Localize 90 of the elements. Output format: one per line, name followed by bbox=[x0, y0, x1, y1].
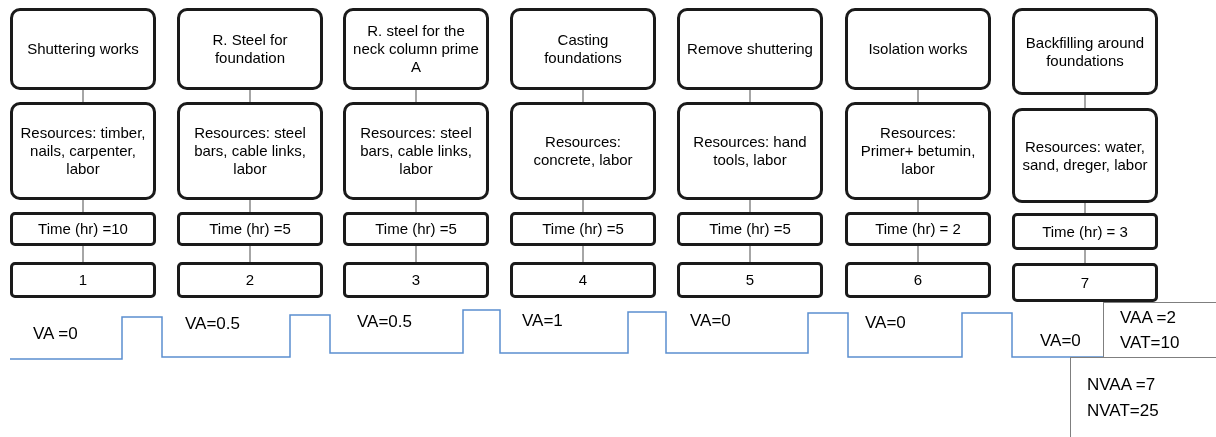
box-text: Remove shuttering bbox=[687, 40, 813, 58]
step-number-box bbox=[845, 262, 991, 298]
value-added-label: VA=0 bbox=[690, 310, 731, 332]
connector-line bbox=[82, 245, 84, 263]
summary-text: VAT=10 bbox=[1120, 332, 1181, 354]
box-text: Isolation works bbox=[868, 40, 968, 58]
box-text: R. steel for the neck column prime A bbox=[352, 22, 480, 76]
step-number-box bbox=[10, 262, 156, 298]
step-number-box bbox=[343, 262, 489, 298]
time-box bbox=[10, 212, 156, 246]
task-box bbox=[10, 8, 156, 90]
box-text: Shuttering works bbox=[27, 40, 139, 58]
connector-line bbox=[82, 199, 84, 213]
task-box bbox=[677, 8, 823, 90]
time-box bbox=[343, 212, 489, 246]
step-number-box bbox=[510, 262, 656, 298]
connector-line bbox=[749, 245, 751, 263]
connector-line bbox=[582, 199, 584, 213]
box-text: Time (hr) =5 bbox=[709, 220, 791, 238]
connector-line bbox=[582, 89, 584, 103]
box-text: Resources: steel bars, cable links, labor bbox=[359, 124, 473, 178]
resources-box bbox=[343, 102, 489, 200]
value-added-label: VA =0 bbox=[33, 323, 78, 345]
task-box bbox=[177, 8, 323, 90]
connector-line bbox=[582, 245, 584, 263]
time-box bbox=[845, 212, 991, 246]
connector-line bbox=[415, 245, 417, 263]
box-text: Resources: timber, nails, carpenter, labor bbox=[19, 124, 147, 178]
resources-box bbox=[177, 102, 323, 200]
resources-box bbox=[1012, 108, 1158, 203]
step-number-box bbox=[1012, 263, 1158, 302]
box-text: Backfilling around foundations bbox=[1024, 33, 1146, 70]
connector-line bbox=[415, 199, 417, 213]
resources-box bbox=[845, 102, 991, 200]
task-box bbox=[1012, 8, 1158, 95]
box-text: 2 bbox=[245, 271, 255, 289]
step-number-box bbox=[177, 262, 323, 298]
resources-box bbox=[510, 102, 656, 200]
value-added-label: VA=0 bbox=[1040, 330, 1081, 352]
task-box bbox=[845, 8, 991, 90]
box-text: Resources: Primer+ betumin, labor bbox=[859, 124, 977, 178]
task-box bbox=[343, 8, 489, 90]
resources-box bbox=[677, 102, 823, 200]
connector-line bbox=[1084, 94, 1086, 109]
value-added-label: VA=0.5 bbox=[185, 313, 240, 335]
box-text: 7 bbox=[1080, 273, 1090, 292]
box-text: 6 bbox=[913, 271, 923, 289]
summary-box bbox=[1103, 302, 1216, 357]
resources-box bbox=[10, 102, 156, 200]
connector-line bbox=[917, 89, 919, 103]
box-text: 3 bbox=[411, 271, 421, 289]
value-added-label: VA=1 bbox=[522, 310, 563, 332]
connector-line bbox=[749, 199, 751, 213]
summary-text: NVAT=25 bbox=[1087, 399, 1160, 421]
connector-line bbox=[415, 89, 417, 103]
box-text: 5 bbox=[745, 271, 755, 289]
box-text: Time (hr) =10 bbox=[38, 220, 128, 238]
time-box bbox=[510, 212, 656, 246]
connector-line bbox=[82, 89, 84, 103]
time-box bbox=[677, 212, 823, 246]
box-text: R. Steel for foundation bbox=[211, 31, 289, 67]
summary-text: NVAA =7 bbox=[1087, 374, 1157, 396]
value-added-label: VA=0 bbox=[865, 312, 906, 334]
time-box bbox=[177, 212, 323, 246]
box-text: Time (hr) =5 bbox=[542, 220, 624, 238]
connector-line bbox=[917, 199, 919, 213]
box-text: Resources: water, sand, dreger, labor bbox=[1021, 137, 1149, 174]
summary-box bbox=[1070, 357, 1216, 437]
connector-line bbox=[249, 89, 251, 103]
step-number-box bbox=[677, 262, 823, 298]
value-added-label: VA=0.5 bbox=[357, 311, 412, 333]
time-box bbox=[1012, 213, 1158, 250]
box-text: 1 bbox=[78, 271, 88, 289]
connector-line bbox=[1084, 202, 1086, 214]
box-text: Time (hr) =5 bbox=[209, 220, 291, 238]
connector-line bbox=[249, 245, 251, 263]
box-text: 4 bbox=[578, 271, 588, 289]
box-text: Casting foundations bbox=[543, 31, 623, 67]
summary-text: VAA =2 bbox=[1120, 306, 1177, 328]
box-text: Time (hr) = 2 bbox=[875, 220, 961, 238]
connector-line bbox=[1084, 249, 1086, 264]
box-text: Time (hr) =5 bbox=[375, 220, 457, 238]
box-text: Resources: hand tools, labor bbox=[692, 133, 808, 169]
box-text: Time (hr) = 3 bbox=[1042, 222, 1128, 241]
task-box bbox=[510, 8, 656, 90]
connector-line bbox=[917, 245, 919, 263]
box-text: Resources: steel bars, cable links, labor bbox=[193, 124, 307, 178]
connector-line bbox=[249, 199, 251, 213]
box-text: Resources: concrete, labor bbox=[532, 133, 634, 169]
connector-line bbox=[749, 89, 751, 103]
